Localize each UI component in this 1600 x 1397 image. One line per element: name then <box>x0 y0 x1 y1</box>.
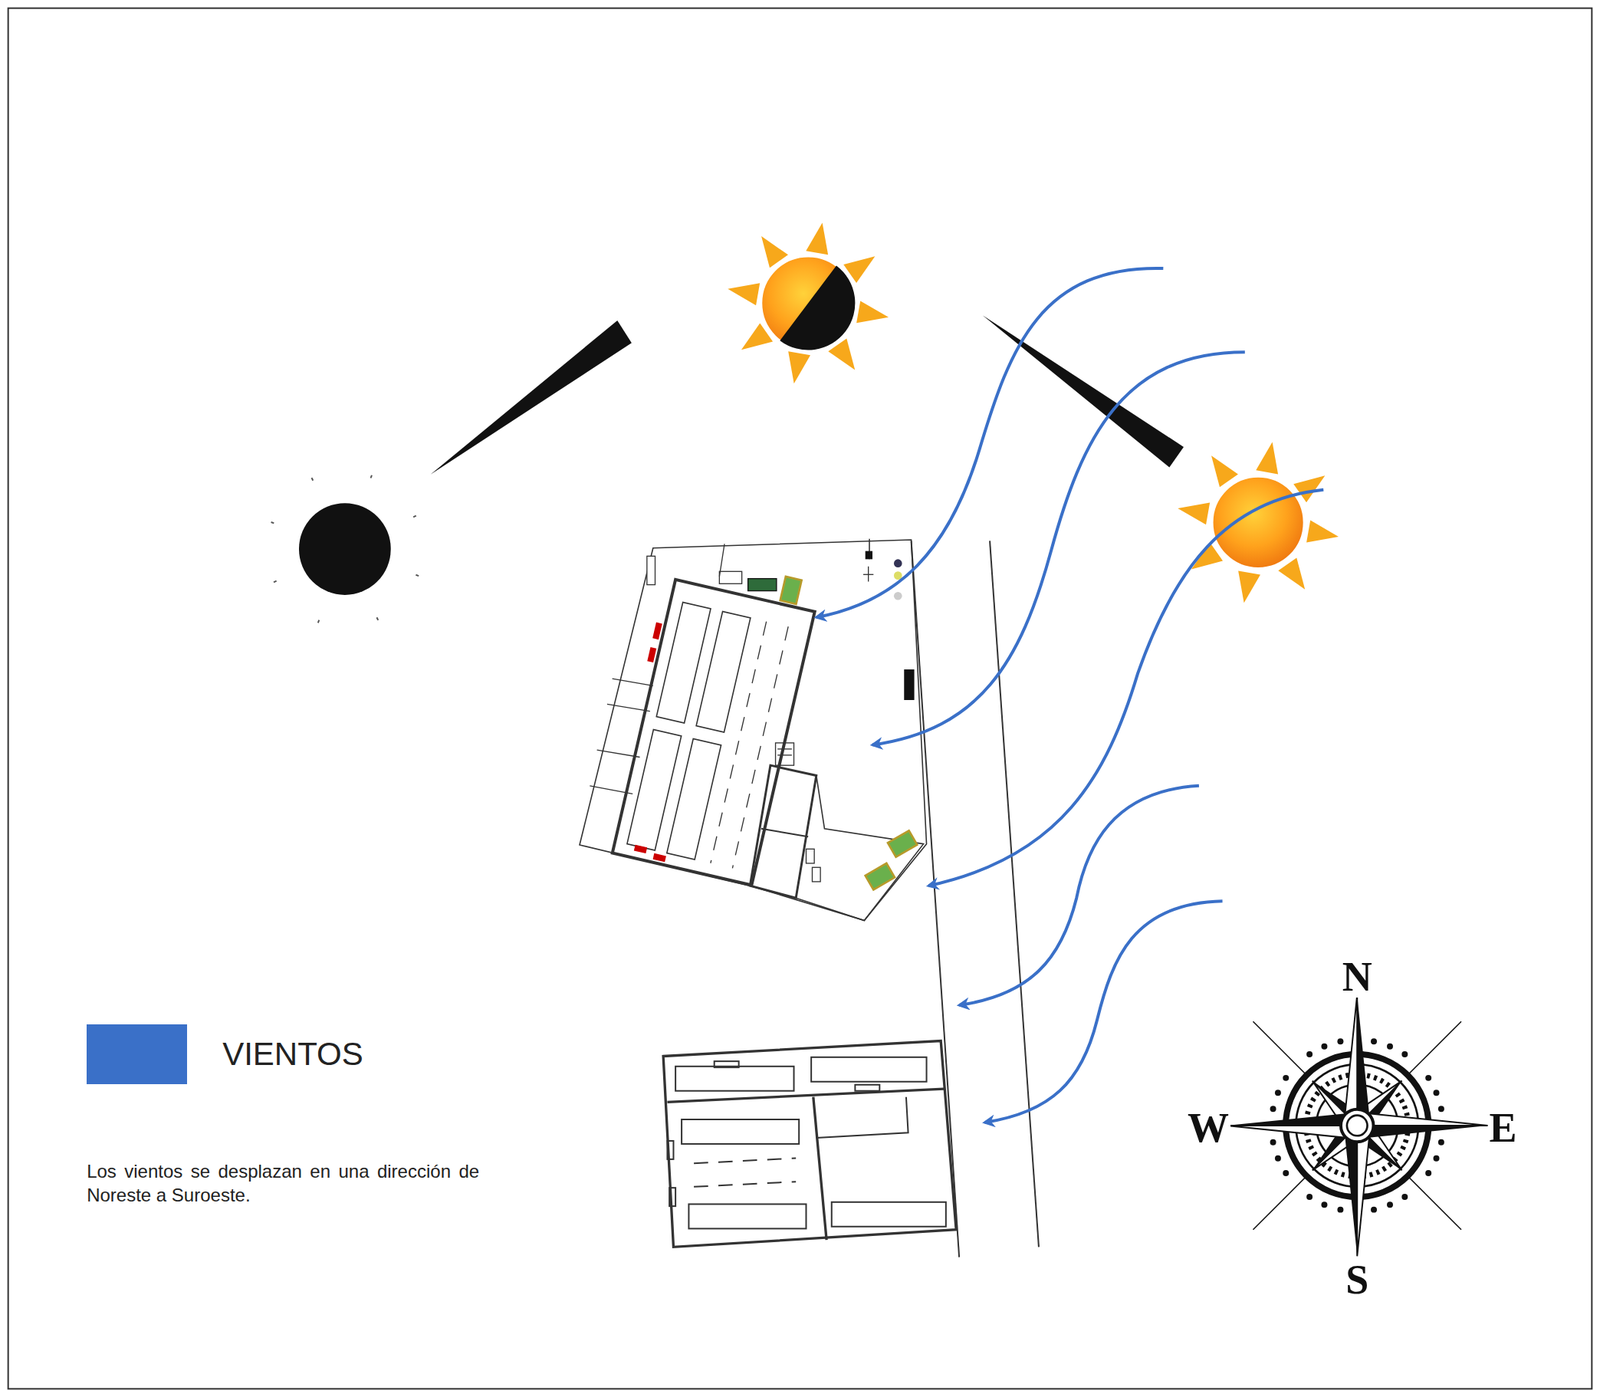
compass-letter: W <box>1186 1107 1231 1149</box>
sun-path-wedge <box>982 315 1184 467</box>
sun-ray <box>1184 542 1223 579</box>
night-ray <box>271 522 275 523</box>
sun-ray <box>1293 466 1332 503</box>
sun-ray <box>843 246 882 283</box>
night-ray <box>318 620 319 624</box>
wind-arrows <box>816 268 1325 1123</box>
compass-letter: E <box>1488 1107 1519 1149</box>
sun-path-wedge <box>430 320 632 475</box>
night-ray <box>273 581 277 583</box>
sun-ray <box>1306 520 1341 549</box>
night-ray <box>377 617 379 621</box>
morning-sun <box>1176 440 1341 605</box>
sun-ray <box>1232 570 1261 605</box>
sun-ray <box>1278 558 1315 597</box>
sun-ray <box>1176 497 1210 526</box>
noon-sun <box>726 220 891 386</box>
building-plan <box>663 1041 957 1248</box>
sun-ray <box>726 277 760 306</box>
compass-letter: N <box>1340 956 1374 998</box>
sun-ray <box>735 322 774 359</box>
note-text: Los vientos se desplazan en una direcció… <box>86 1159 480 1207</box>
legend-swatch <box>86 1024 187 1084</box>
sun-ray <box>827 338 865 377</box>
night-ray <box>371 475 372 479</box>
night-ray <box>413 515 417 518</box>
sun-ray <box>782 351 811 385</box>
sun-ray <box>752 229 789 269</box>
night-ray <box>312 477 314 481</box>
night-sun <box>271 475 420 624</box>
road-edge <box>911 540 960 1257</box>
sun-ray <box>1255 440 1284 474</box>
legend-label: VIENTOS <box>222 1035 364 1073</box>
page-frame <box>8 8 1593 1390</box>
compass-letter: S <box>1343 1258 1371 1301</box>
sun-ray <box>1202 449 1239 488</box>
compass-rose <box>1226 995 1489 1257</box>
sun-ray <box>805 220 834 255</box>
night-ray <box>415 574 419 576</box>
sun-ray <box>856 300 891 329</box>
